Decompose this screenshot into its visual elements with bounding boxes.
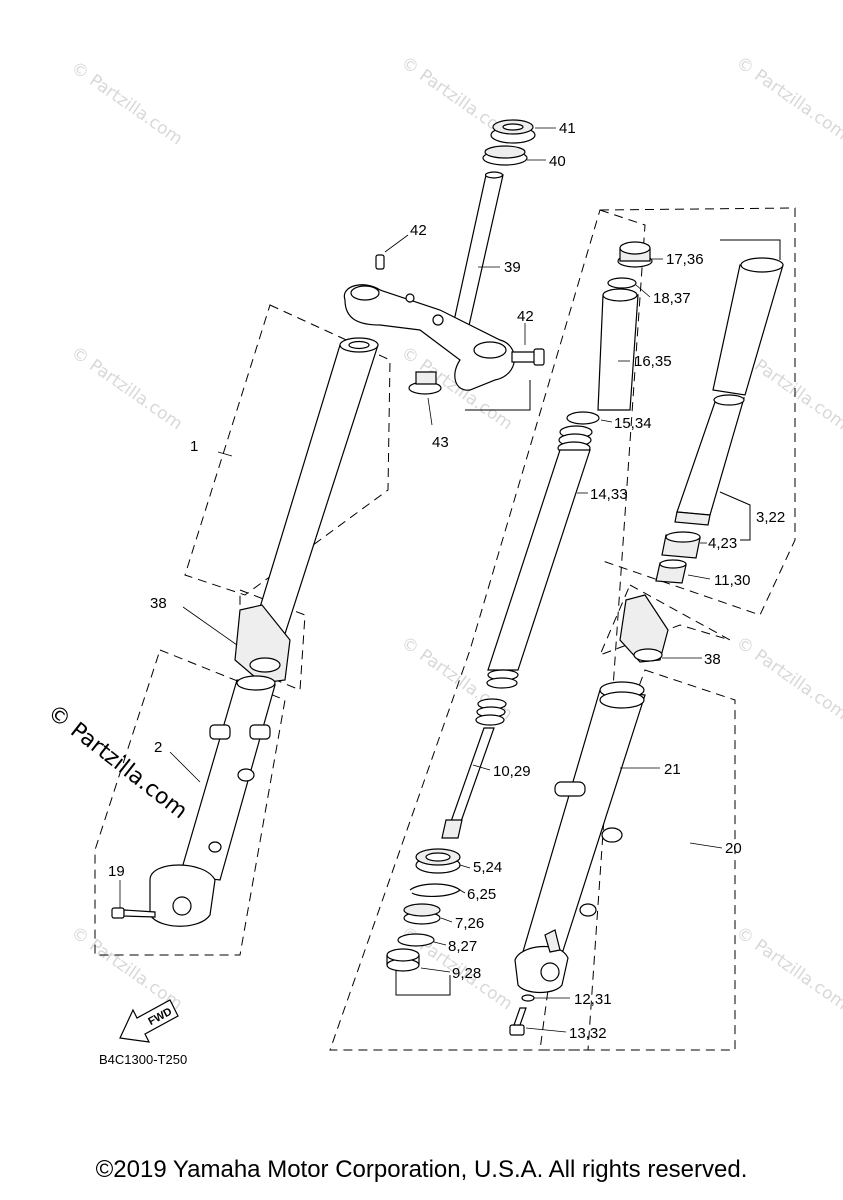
washer-part-12	[521, 994, 535, 1002]
callout-label: 11,30	[714, 572, 750, 589]
fork-cover-part-38-left	[234, 604, 291, 684]
callout-label: 38	[704, 651, 721, 668]
fork-cover-part-38-right	[619, 594, 669, 663]
bracket-line	[465, 380, 531, 411]
watermark-text: © Partzilla.com	[732, 923, 843, 1015]
bolt-part-19	[111, 907, 156, 919]
callout-label: 42	[410, 222, 427, 239]
bracket-line	[395, 960, 451, 996]
clip-part-6	[409, 883, 461, 897]
callout-label: 43	[432, 434, 449, 451]
outer-tube-part-2	[149, 675, 276, 927]
washer-part-15	[566, 411, 600, 425]
drawing-code: B4C1300-T250	[99, 1052, 188, 1067]
bushing-part-4	[661, 531, 701, 559]
callout-label: 19	[108, 863, 125, 880]
watermark-text: © Partzilla.com	[732, 633, 843, 725]
callout-label: 20	[725, 840, 742, 857]
parts	[111, 119, 784, 1036]
right-inner-outline	[599, 207, 796, 616]
cap-bolt-part-17	[617, 241, 653, 268]
callout-label: 3,22	[756, 509, 785, 526]
bolt-part-42-top	[375, 254, 385, 270]
seal-part-5	[415, 848, 461, 874]
outer-tube-part-21	[514, 681, 646, 994]
callout-label: 38	[150, 595, 167, 612]
right-cover-outline	[599, 584, 731, 656]
seal-part-7	[403, 903, 441, 925]
callout-label: 1	[190, 438, 198, 455]
watermark-text: © Partzilla.com	[732, 53, 843, 145]
callout-label: 5,24	[473, 859, 502, 876]
bolt-part-13	[509, 1007, 527, 1036]
copyright-notice: ©2019 Yamaha Motor Corporation, U.S.A. A…	[95, 1156, 748, 1183]
callout-label: 40	[549, 153, 566, 170]
piece-part-11	[655, 559, 687, 584]
steering-stem-part-39	[451, 171, 504, 331]
callout-label: 39	[504, 259, 521, 276]
leader-lines	[119, 127, 723, 1033]
damper-rod-part-10	[441, 698, 507, 839]
bushing-part-9	[386, 948, 420, 972]
callout-label: 15,34	[614, 415, 652, 432]
watermark-text: © Partzilla.com	[67, 343, 186, 435]
callout-label: 17,36	[666, 251, 704, 268]
bracket-line	[719, 491, 751, 541]
spacer-part-16	[597, 288, 639, 411]
spring-part-14	[486, 425, 593, 689]
bracket-lines	[395, 239, 781, 996]
race-part-40	[482, 145, 528, 166]
callout-label: 8,27	[448, 938, 477, 955]
callout-label: 6,25	[467, 886, 496, 903]
inner-tube-part-3	[674, 257, 784, 526]
bearing-part-41	[490, 119, 536, 144]
washer-part-8	[397, 933, 435, 947]
callout-label: 2	[154, 739, 162, 756]
callout-label: 41	[559, 120, 576, 137]
fwd-arrow-icon: FWD	[119, 999, 179, 1043]
o-ring-part-18	[607, 277, 637, 289]
callout-label: 7,26	[455, 915, 484, 932]
callout-label: 18,37	[653, 290, 691, 307]
callout-label: 4,23	[708, 535, 737, 552]
callout-label: 12,31	[574, 991, 612, 1008]
callout-label: 42	[517, 308, 534, 325]
callout-label: 21	[664, 761, 681, 778]
bolt-part-42-side	[511, 348, 545, 366]
callout-labels: 41 40 42 39 42 43 1 38 2 19 17,36 18,37 …	[108, 120, 785, 1042]
bracket-line	[720, 239, 781, 260]
callout-label: 10,29	[493, 763, 531, 780]
under-bracket	[343, 284, 515, 391]
callout-label: 13,32	[569, 1025, 607, 1042]
watermark-text: © Partzilla.com	[67, 58, 186, 150]
callout-label: 9,28	[452, 965, 481, 982]
callout-label: 16,35	[634, 353, 672, 370]
nut-part-43	[408, 371, 442, 395]
inner-tube-part-1	[249, 337, 379, 641]
callout-label: 14,33	[590, 486, 628, 503]
